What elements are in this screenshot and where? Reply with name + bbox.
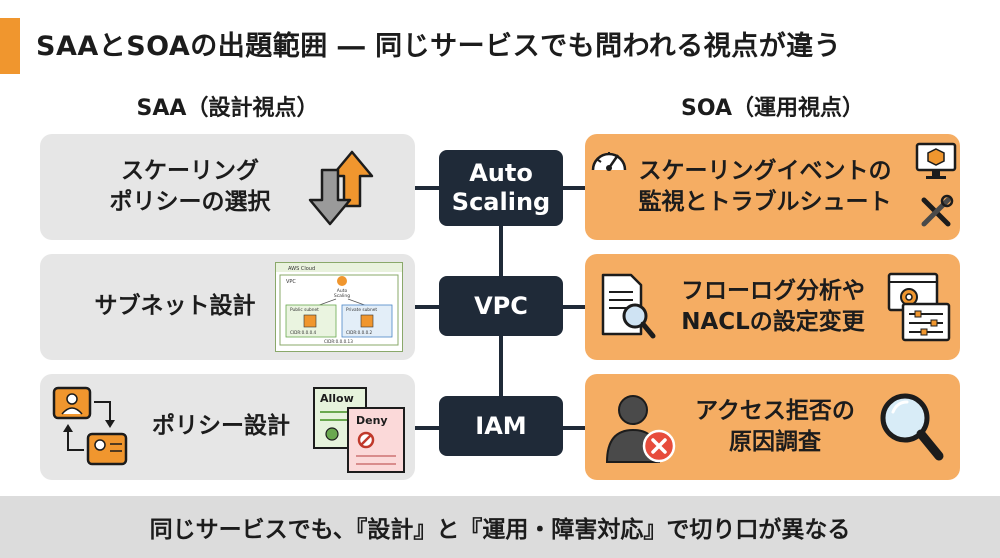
vpc-diagram-asg-line1: Auto [337,288,348,294]
saa-iam-box: ポリシー設計 Allow Deny [40,374,415,480]
title-accent-bar [0,18,20,74]
saa-iam-text: ポリシー設計 [152,413,290,440]
scale-arrows-icon [308,150,374,226]
policy-documents-icon: Allow Deny [313,387,405,473]
soa-vpc-line2: NACLの設定変更 [681,309,865,335]
service-autoscaling: Auto Scaling [439,150,563,226]
soa-column-header: SOA（運用視点） [681,96,864,121]
footer-summary: 同じサービスでも、『設計』と『運用・障害対応』で切り口が異なる [0,496,1000,558]
vpc-diagram-asg-line2: Scaling [334,293,350,299]
tools-icon [921,194,954,227]
soa-vpc-text: フローログ分析や NACLの設定変更 [663,276,883,338]
log-analysis-icon [601,273,656,339]
magnifier-icon [880,393,944,461]
vpc-diagram-public-subnet: Public subnet [290,307,319,313]
soa-autoscaling-line2: 監視とトラブルシュート [638,189,892,215]
settings-window-icon [887,272,951,342]
service-autoscaling-line2: Scaling [451,188,551,216]
saa-vpc-box: サブネット設計 AWS Cloud VPC Auto Scaling Publi… [40,254,415,360]
soa-vpc-line1: フローログ分析や [681,277,865,304]
soa-iam-text: アクセス拒否の 原因調査 [685,396,865,458]
service-autoscaling-line1: Auto [469,159,533,188]
soa-autoscaling-line1: スケーリングイベントの [638,157,892,184]
soa-vpc-box: フローログ分析や NACLの設定変更 [585,254,960,360]
vpc-architecture-diagram: AWS Cloud VPC Auto Scaling Public subnet… [275,262,403,352]
saa-vpc-text: サブネット設計 [94,293,256,320]
soa-iam-line1: アクセス拒否の [695,397,855,424]
vpc-diagram-cloud-label: AWS Cloud [288,266,315,272]
soa-autoscaling-box: スケーリングイベントの 監視とトラブルシュート [585,134,960,240]
allow-label: Allow [320,392,354,405]
saa-autoscaling-line1: スケーリング [121,157,259,184]
gauge-icon [591,152,627,171]
saa-autoscaling-text: スケーリング ポリシーの選択 [85,156,295,218]
vpc-diagram-private-cidr: CIDR:0.0.0.2 [346,330,373,335]
user-permission-flow-icon [52,386,128,466]
soa-iam-box: アクセス拒否の 原因調査 [585,374,960,480]
soa-autoscaling-text: スケーリングイベントの 監視とトラブルシュート [615,156,915,218]
service-iam: IAM [439,396,563,456]
vpc-diagram-private-subnet: Private subnet [346,307,377,313]
service-vpc: VPC [439,276,563,336]
vpc-diagram-vpc-cidr: CIDR:0.0.0.13 [324,339,353,344]
saa-autoscaling-box: スケーリング ポリシーの選択 [40,134,415,240]
monitor-icon [915,142,957,179]
soa-iam-line2: 原因調査 [729,429,821,455]
vpc-diagram-vpc-label: VPC [286,279,296,285]
saa-autoscaling-line2: ポリシーの選択 [109,189,271,215]
access-denied-user-icon [605,395,676,463]
vpc-diagram-public-cidr: CIDR:0.0.0.4 [290,330,317,335]
deny-label: Deny [356,414,388,427]
saa-column-header: SAA（設計視点） [136,96,319,121]
page-title: SAAとSOAの出題範囲 ― 同じサービスでも問われる視点が違う [36,31,842,62]
